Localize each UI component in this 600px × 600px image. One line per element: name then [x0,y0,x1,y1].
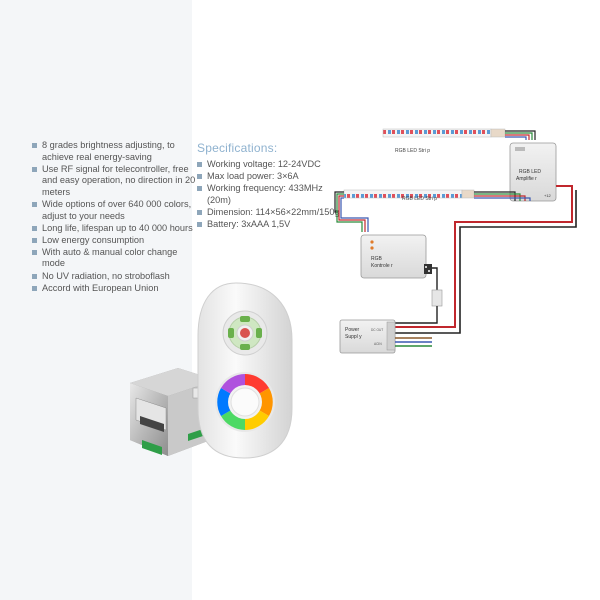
controller-label-2: Kontrole r [371,263,393,269]
wire-controller-power [395,267,443,324]
feature-item: Long life, lifespan up to 40 000 hours [32,223,202,235]
power-label-2: Suppl y [345,334,362,340]
feature-item: Low energy consumption [32,235,202,247]
mains-wires [395,337,432,347]
spec-item: Max load power: 3×6A [197,171,347,183]
amplifier-box [509,142,557,202]
color-wheel [215,372,275,432]
power-terminal-2: ACIN [374,342,382,346]
remote-control-image [197,282,293,459]
feature-item: No UV radiation, no stroboflash [32,271,202,283]
feature-item: Use RF signal for telecontroller, free a… [32,164,202,199]
controller-connector [424,264,432,274]
spec-item: Working voltage: 12-24VDC [197,159,347,171]
side-panel-background [0,0,192,600]
spec-item: Working frequency: 433MHz (20m) [197,183,347,206]
power-wires-amplifier [395,185,577,334]
amplifier-label-2: Amplifie r [516,176,537,182]
power-supply-box [339,319,396,354]
led-strip-bottom-label: RGB LED Stri p [402,196,437,202]
wires-controller-strip [334,191,369,232]
power-label-1: Power [345,327,360,333]
led-strip-top-label: RGB LED Stri p [395,148,430,154]
feature-item: Accord with European Union [32,283,202,295]
wires-top-strip [505,130,536,140]
wires-bottom-strip [474,191,531,201]
feature-item: With auto & manual color change mode [32,247,202,270]
feature-item: 8 grades brightness adjusting, to achiev… [32,140,202,163]
feature-item: Wide options of over 640 000 colors, adj… [32,199,202,222]
amplifier-voltage-label: +12 [544,193,552,198]
spec-item: Battery: 3xAAA 1,5V [197,219,347,231]
spec-item: Dimension: 114×56×22mm/150g [197,207,347,219]
controller-box [360,234,427,279]
amplifier-label-1: RGB LED [519,169,541,175]
specifications-list: Working voltage: 12-24VDC Max load power… [197,159,347,231]
controller-label-1: RGB [371,256,383,262]
specifications-title: Specifications: [197,141,278,155]
power-terminal-1: DC OUT [371,328,383,332]
feature-list: 8 grades brightness adjusting, to achiev… [32,140,202,295]
